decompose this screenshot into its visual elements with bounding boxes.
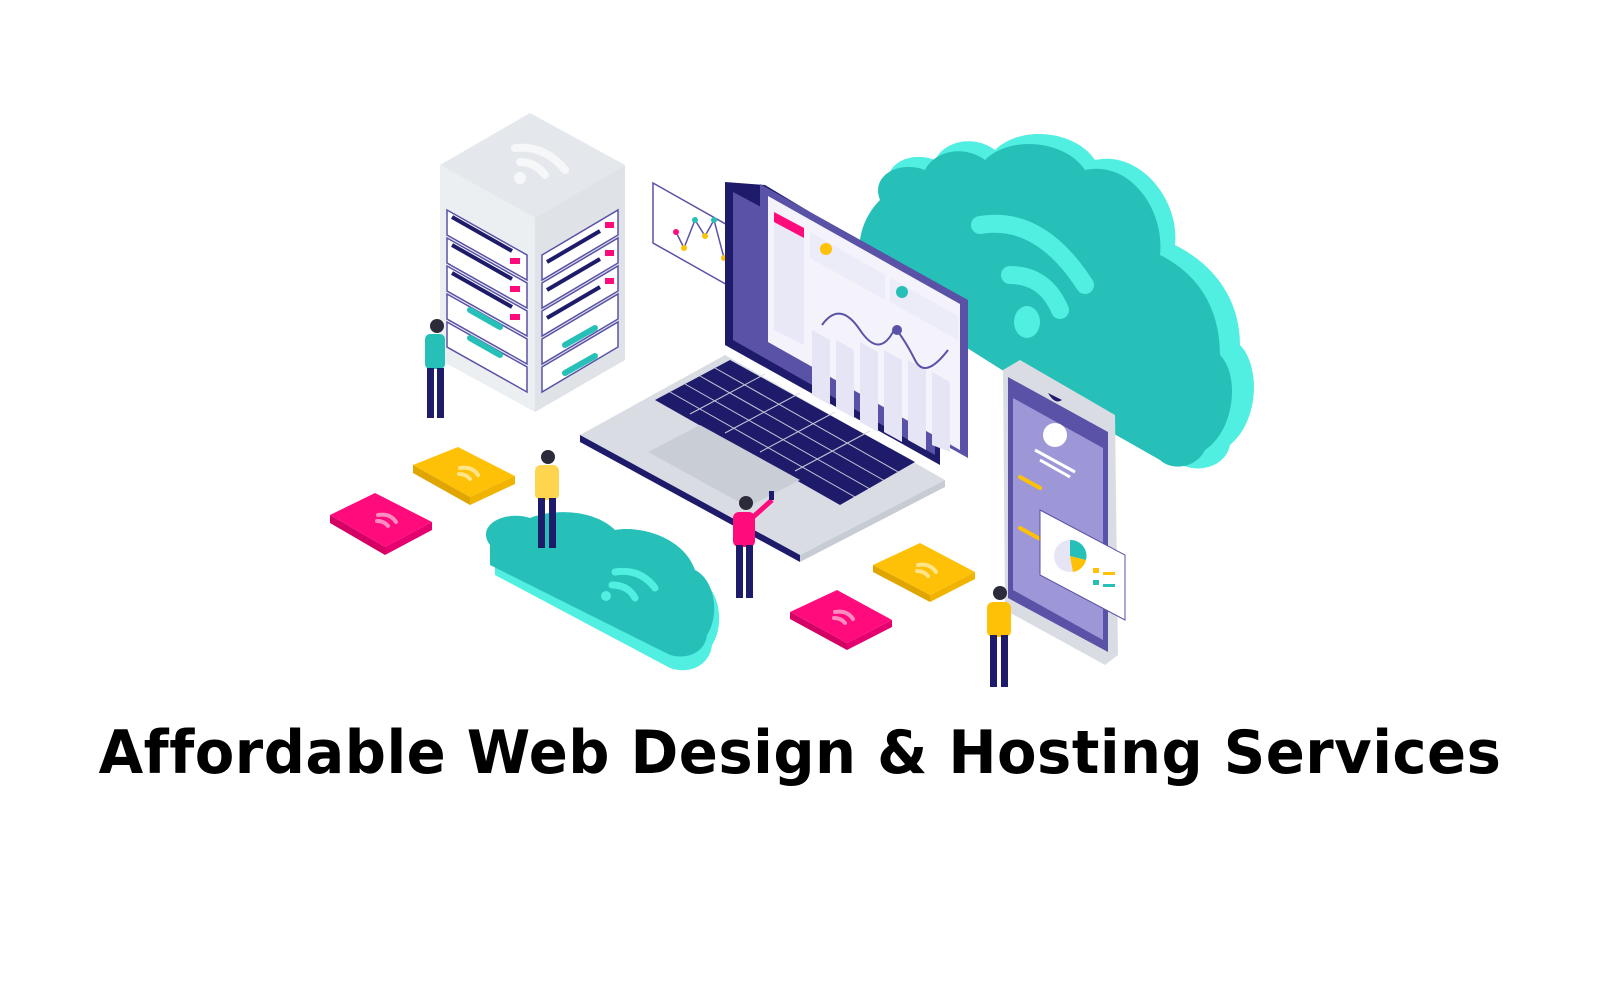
person-server (425, 319, 445, 418)
dashboard-screen (760, 184, 968, 458)
wifi-icon (971, 214, 1094, 319)
small-cloud (485, 512, 720, 671)
folder-yellow-right (873, 543, 975, 602)
person-phone (987, 586, 1011, 687)
folder-pink-left (330, 493, 432, 555)
folder-yellow-left (413, 447, 515, 505)
wifi-icon (511, 143, 569, 179)
page-title: Affordable Web Design & Hosting Services (98, 718, 1502, 788)
person-pink (733, 491, 774, 598)
hosting-illustration (330, 113, 1254, 687)
wifi-icon (608, 567, 659, 602)
large-cloud (859, 133, 1254, 469)
pie-chart-card (1039, 509, 1126, 621)
line-chart-card (652, 181, 749, 297)
person-yellow-cloud (535, 450, 559, 548)
folder-pink-right (790, 590, 892, 650)
server-rack (440, 113, 625, 412)
